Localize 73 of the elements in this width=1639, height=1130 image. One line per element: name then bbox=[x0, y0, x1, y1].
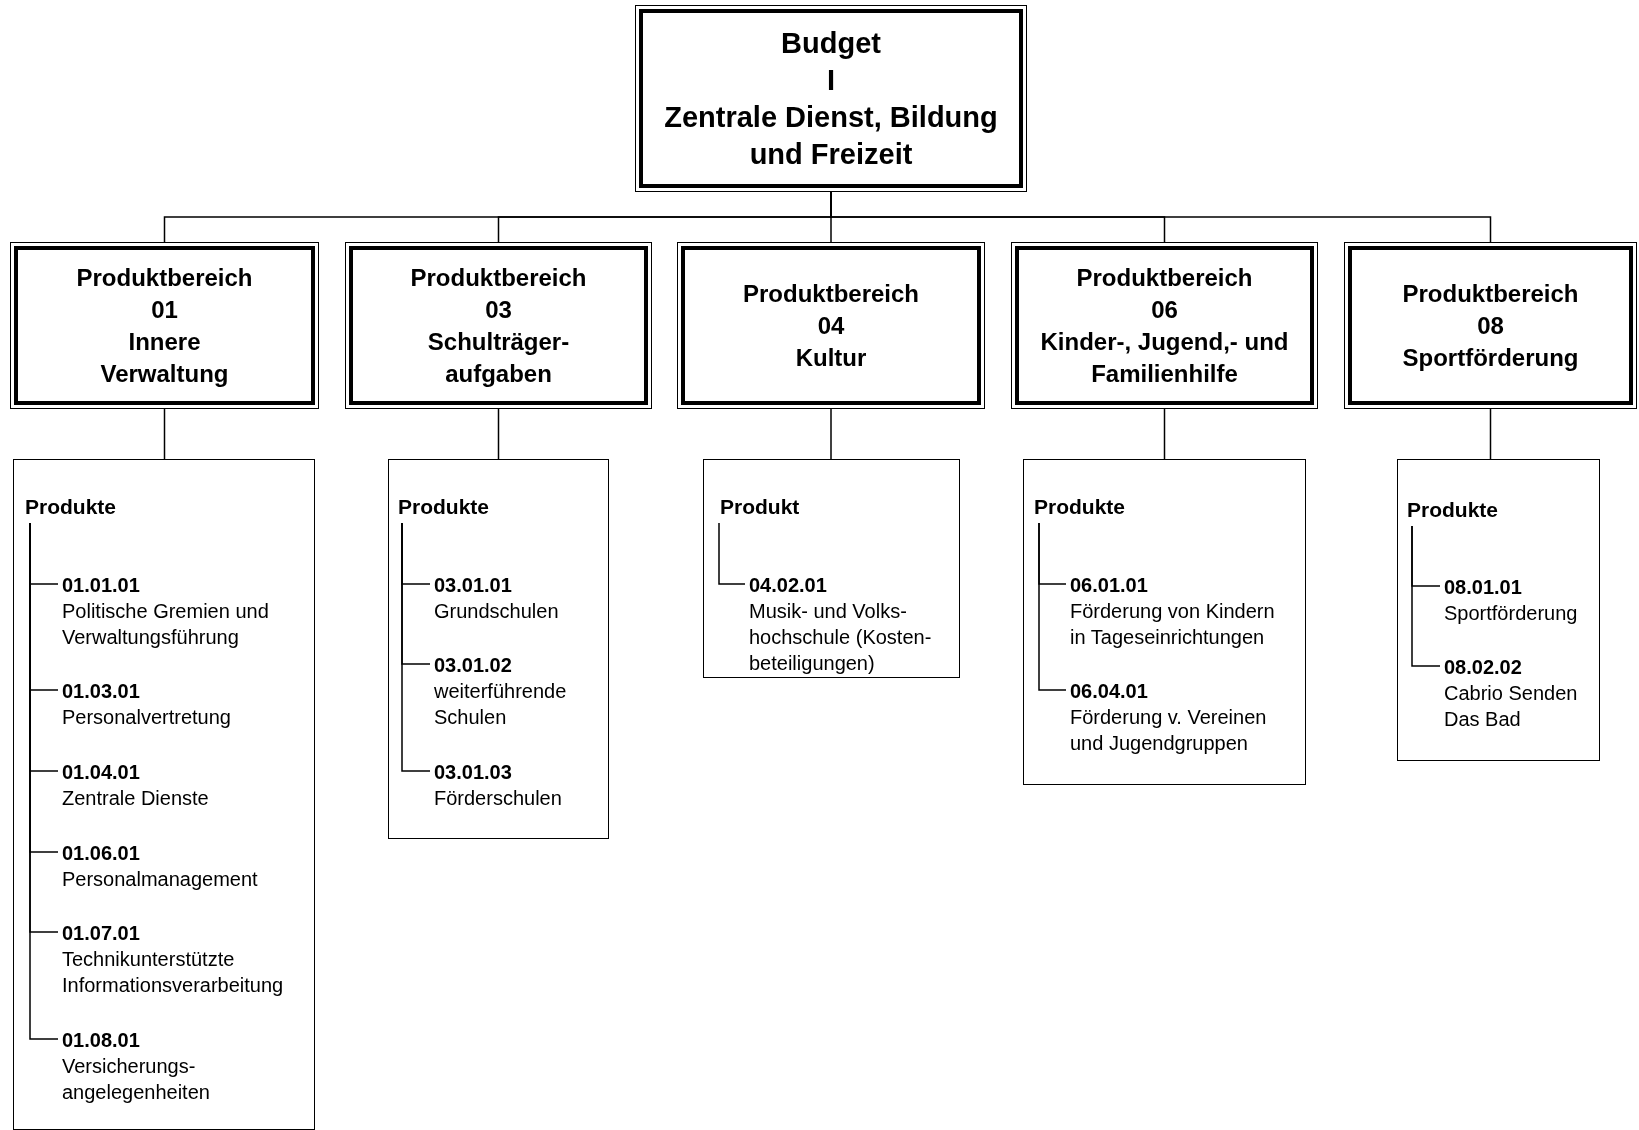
product-code: 03.01.02 bbox=[434, 653, 513, 678]
connector-line bbox=[1038, 522, 1067, 691]
product-name: Förderschulen bbox=[434, 786, 563, 811]
product-code: 01.01.01 bbox=[62, 573, 141, 598]
product-name: Förderung v. Vereinen und Jugendgruppen bbox=[1070, 705, 1268, 756]
list-heading: Produkt bbox=[720, 494, 800, 520]
product-name: Versicherungs-angelegenheiten bbox=[62, 1054, 211, 1105]
budget-box bbox=[635, 5, 1027, 192]
product-name: Zentrale Dienste bbox=[62, 786, 210, 811]
connector-line bbox=[718, 522, 746, 585]
product-code: 01.07.01 bbox=[62, 921, 141, 946]
box-heading: Produktbereich bbox=[1076, 262, 1253, 293]
connector-line bbox=[163, 408, 166, 460]
box-number: I bbox=[826, 62, 836, 98]
product-name: Cabrio Senden Das Bad bbox=[1444, 681, 1579, 732]
department-box bbox=[10, 242, 319, 409]
list-heading: Produkte bbox=[398, 494, 489, 520]
box-heading: Produktbereich bbox=[76, 262, 253, 293]
box-subtitle: Zentrale Dienst, Bildung und Freizeit bbox=[663, 99, 999, 172]
product-code: 03.01.03 bbox=[434, 760, 513, 785]
list-heading: Produkte bbox=[1034, 494, 1125, 520]
connector-line bbox=[497, 408, 500, 460]
product-name: Personalvertretung bbox=[62, 705, 232, 730]
product-code: 01.08.01 bbox=[62, 1028, 141, 1053]
box-heading: Budget bbox=[781, 25, 881, 61]
department-box bbox=[1344, 242, 1637, 409]
product-list-box bbox=[388, 459, 609, 839]
product-list-box bbox=[1023, 459, 1306, 785]
list-heading: Produkte bbox=[1407, 497, 1498, 523]
connector-line bbox=[401, 522, 431, 772]
connector-line bbox=[1411, 525, 1441, 667]
product-name: Technikunterstützte Informationsverarbeitung bbox=[62, 947, 285, 998]
product-code: 03.01.01 bbox=[434, 573, 513, 598]
connector-line bbox=[830, 408, 832, 460]
box-subtitle: Kultur bbox=[795, 342, 867, 373]
product-code: 01.04.01 bbox=[62, 760, 141, 785]
product-list-box bbox=[703, 459, 960, 678]
product-code: 01.06.01 bbox=[62, 841, 141, 866]
product-code: 08.01.01 bbox=[1444, 575, 1523, 600]
product-code: 01.03.01 bbox=[62, 679, 141, 704]
box-heading: Produktbereich bbox=[742, 278, 919, 309]
box-subtitle: Kinder-, Jugend,- und Familienhilfe bbox=[1039, 326, 1290, 389]
box-number: 01 bbox=[151, 294, 178, 325]
product-code: 04.02.01 bbox=[749, 573, 828, 598]
box-number: 04 bbox=[817, 310, 845, 341]
list-heading: Produkte bbox=[25, 494, 116, 520]
product-name: Förderung von Kindern in Tageseinrichtungen bbox=[1070, 599, 1276, 650]
box-subtitle: Innere Verwaltung bbox=[99, 326, 230, 389]
box-subtitle: Sportförderung bbox=[1402, 342, 1579, 373]
department-box bbox=[677, 242, 985, 409]
product-list-box bbox=[1397, 459, 1600, 761]
department-box bbox=[1011, 242, 1318, 409]
connector-line bbox=[1163, 408, 1166, 460]
box-number: 03 bbox=[485, 294, 512, 325]
connector-line bbox=[29, 522, 59, 1040]
box-number: 06 bbox=[1151, 294, 1178, 325]
product-name: Sportförderung bbox=[1444, 601, 1579, 626]
box-heading: Produktbereich bbox=[1402, 278, 1579, 309]
department-box bbox=[345, 242, 652, 409]
box-subtitle: Schulträger-aufgaben bbox=[426, 326, 571, 389]
product-name: weiterführende Schulen bbox=[434, 679, 568, 730]
box-number: 08 bbox=[1477, 310, 1504, 341]
connector-line bbox=[830, 191, 1492, 243]
product-name: Grundschulen bbox=[434, 599, 560, 624]
product-code: 06.01.01 bbox=[1070, 573, 1149, 598]
product-code: 06.04.01 bbox=[1070, 679, 1149, 704]
product-list-box bbox=[13, 459, 315, 1130]
product-code: 08.02.02 bbox=[1444, 655, 1523, 680]
product-name: Personalmanagement bbox=[62, 867, 259, 892]
product-name: Musik- und Volks-hochschule (Kosten-beteiligungen) bbox=[749, 599, 933, 676]
box-heading: Produktbereich bbox=[410, 262, 587, 293]
product-name: Politische Gremien und Verwaltungsführung bbox=[62, 599, 270, 650]
connector-line bbox=[1489, 408, 1492, 460]
